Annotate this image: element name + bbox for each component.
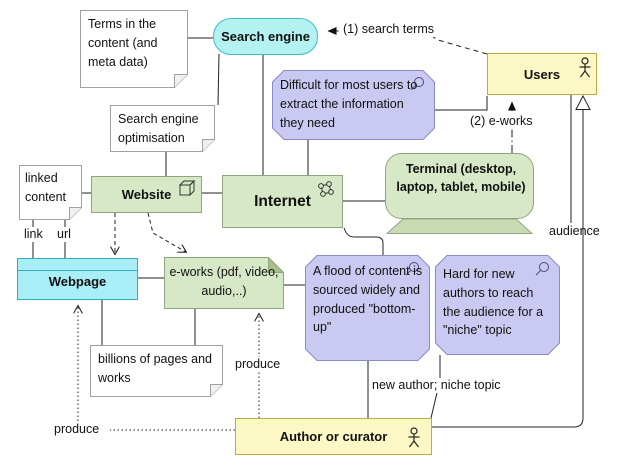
label-produce-right: produce (233, 357, 283, 372)
website-label: Website (121, 187, 172, 202)
magnifier-icon (535, 262, 549, 276)
note-seo-text: Search engine optimisation (118, 112, 199, 145)
note-shape (80, 10, 188, 88)
terminal-label: Terminal (desktop, laptop, tablet, mobil… (396, 162, 526, 195)
assessment-shape (305, 255, 430, 361)
node-search-engine: Search engine (213, 18, 318, 55)
node-webpage: Webpage (17, 258, 138, 300)
node-author: Author or curator (235, 418, 432, 455)
assoc-searchengine-seonote (217, 53, 220, 106)
note-terms: Terms in the content (and meta data) (80, 10, 188, 88)
note-billions: billions of pages and works (90, 345, 223, 397)
node-terminal: Terminal (desktop, laptop, tablet, mobil… (385, 153, 537, 235)
specialization-author-users (432, 109, 584, 428)
label-link: link (22, 227, 45, 242)
note-terms-text: Terms in the content (and meta data) (88, 17, 158, 69)
specialization-hollow-triangle (575, 94, 591, 110)
assessment-shape (435, 255, 560, 355)
actor-icon (579, 57, 591, 78)
actor-icon (408, 427, 420, 448)
magnifier-icon (410, 77, 424, 91)
node-users: Users (487, 53, 597, 95)
label-search-terms: (1) search terms (341, 22, 436, 37)
internet-label: Internet (254, 192, 311, 210)
note-eworks: e-works (pdf, video, audio,..) (164, 257, 284, 309)
assessment-difficult: Difficult for most users to extract the … (272, 70, 435, 140)
assessment-hard-text: Hard for new authors to reach the audien… (443, 267, 544, 338)
webpage-top-compartment (18, 259, 137, 271)
author-label: Author or curator (279, 429, 388, 444)
note-shape (110, 105, 215, 152)
node-internet: Internet (222, 175, 343, 228)
node-cube-icon (179, 180, 196, 196)
magnifier-icon (405, 262, 419, 276)
assessment-flood-text: A flood of content is sourced widely and… (313, 264, 423, 335)
node-website: Website (91, 176, 202, 213)
label-new-author: new author; niche topic (370, 378, 503, 393)
note-linked-text: linked content (25, 171, 67, 204)
assessment-flood: A flood of content is sourced widely and… (305, 255, 430, 361)
note-seo: Search engine optimisation (110, 105, 215, 152)
note-billions-text: billions of pages and works (98, 352, 212, 385)
note-shape (19, 165, 82, 220)
assoc-difficult-users (435, 96, 488, 111)
note-linked-content: linked content (19, 165, 82, 220)
note-shape (90, 345, 223, 397)
device-shape (385, 153, 534, 234)
label-produce-left: produce (52, 422, 102, 437)
note-eworks-text: e-works (pdf, video, audio,..) (169, 265, 279, 298)
realization-website-eworks (147, 212, 186, 252)
assessment-difficult-text: Difficult for most users to extract the … (280, 78, 418, 130)
label-eworks-flow: (2) e-works (468, 114, 535, 129)
label-audience: audience (549, 224, 600, 238)
label-url: url (55, 227, 73, 242)
assessment-shape (272, 70, 435, 140)
assoc-internet-flood (343, 227, 384, 256)
assessment-hard: Hard for new authors to reach the audien… (435, 255, 560, 355)
users-label: Users (523, 66, 561, 82)
webpage-label: Webpage (48, 274, 107, 289)
note-shape (164, 257, 284, 309)
search-engine-label: Search engine (221, 29, 310, 44)
network-icon (318, 181, 334, 197)
